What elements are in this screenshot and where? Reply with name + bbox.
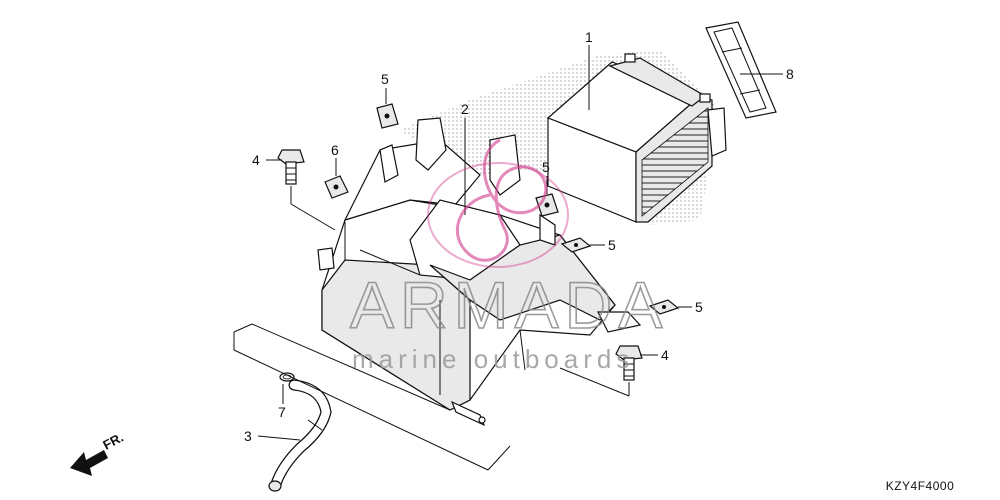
drain-tube <box>268 379 332 492</box>
battery-box <box>317 117 642 427</box>
callout-4-lower: 4 <box>661 347 669 363</box>
watermark-brand: ARMADA <box>350 268 668 342</box>
front-label: FR. <box>100 430 126 453</box>
clip-nut-mid <box>535 193 559 217</box>
callout-6: 6 <box>331 142 339 158</box>
clip-nut-top <box>376 103 399 129</box>
bolt-upper-left <box>277 149 305 185</box>
callout-labels: 1 2 3 4 4 5 5 5 5 6 7 8 <box>244 29 794 444</box>
clip-nut-right-2 <box>648 299 680 315</box>
front-direction-indicator: FR. <box>70 430 126 476</box>
watermark: ARMADA marine outboards <box>349 138 668 374</box>
clip-nut-right-1 <box>560 237 592 253</box>
bolt-lower-right <box>615 345 643 381</box>
battery <box>546 53 727 223</box>
callout-4-upper: 4 <box>252 152 260 168</box>
callout-3: 3 <box>244 428 252 444</box>
callout-5-top: 5 <box>381 71 389 87</box>
callout-5-right-1: 5 <box>608 237 616 253</box>
leader-lines <box>233 45 783 471</box>
callout-8: 8 <box>786 66 794 82</box>
front-arrow-icon <box>70 450 108 476</box>
watermark-logo-icon <box>455 138 548 262</box>
diagram-code: KZY4F4000 <box>886 479 955 493</box>
callout-2: 2 <box>461 101 469 117</box>
callout-5-right-2: 5 <box>695 299 703 315</box>
battery-band <box>705 21 777 119</box>
callout-5-mid: 5 <box>542 159 550 175</box>
watermark-tagline: marine outboards <box>352 344 634 374</box>
nut-clip <box>324 175 349 199</box>
callout-1: 1 <box>585 29 593 45</box>
callout-7: 7 <box>278 404 286 420</box>
